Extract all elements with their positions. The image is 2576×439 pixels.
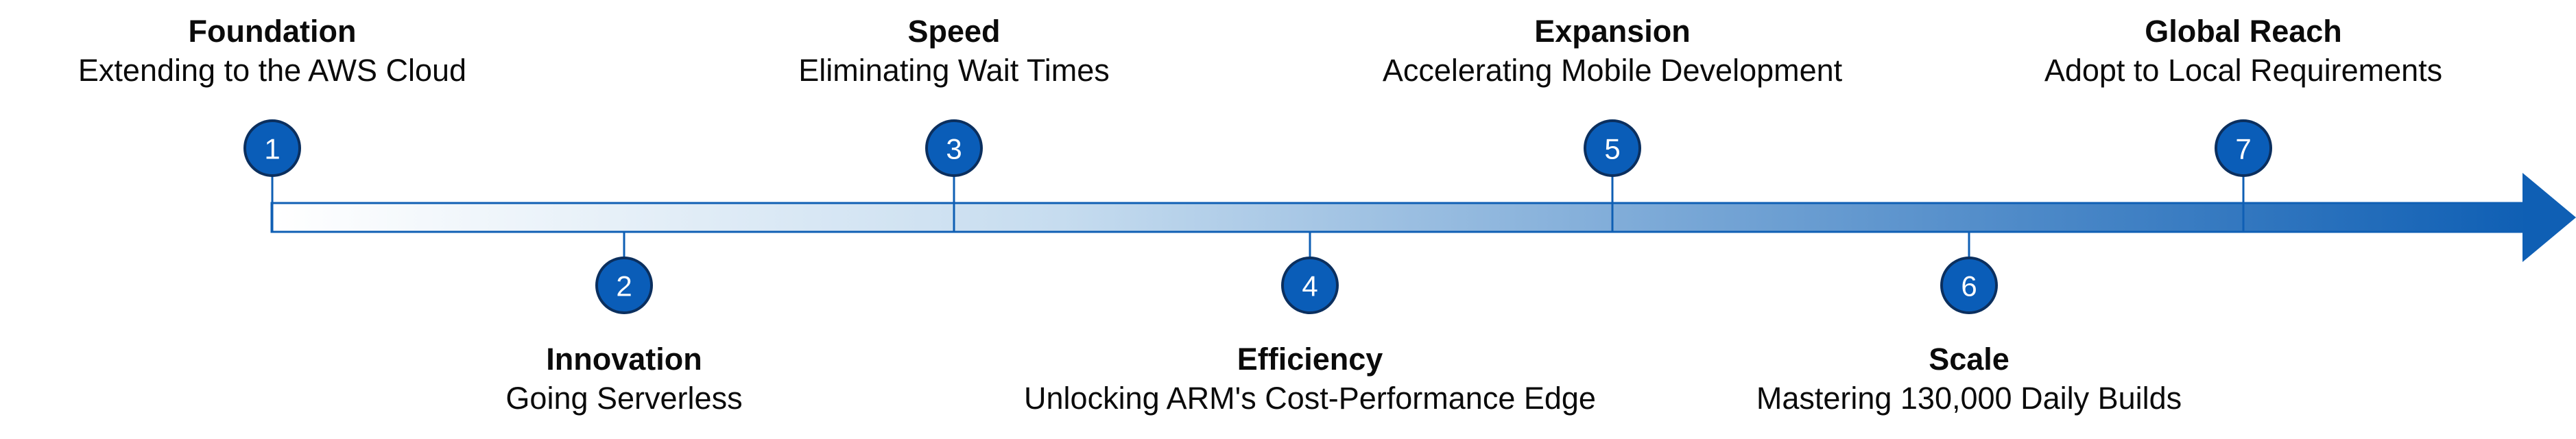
- milestone-marker-1: [243, 119, 301, 177]
- milestone-title: Foundation: [188, 14, 357, 49]
- milestone-title: Innovation: [546, 342, 702, 377]
- marker-group: 1 2 3 4 5 6 7: [243, 119, 2272, 314]
- milestone-title: Scale: [1929, 342, 2009, 377]
- milestone-marker-2: [595, 257, 653, 314]
- milestone-marker-6: [1940, 257, 1998, 314]
- milestone-number-6: 6: [1961, 270, 1977, 302]
- milestone-subtitle: Extending to the AWS Cloud: [77, 53, 467, 88]
- timeline-arrow-shaft: [270, 202, 2529, 233]
- milestone-marker-4: [1281, 257, 1339, 314]
- milestone-title: Expansion: [1534, 14, 1691, 49]
- milestone-title: Global Reach: [2145, 14, 2342, 49]
- timeline-arrow-head: [2523, 173, 2576, 262]
- milestone-marker-5: [1584, 119, 1641, 177]
- milestone-number-3: 3: [946, 133, 962, 165]
- milestone-number-5: 5: [1604, 133, 1620, 165]
- milestone-subtitle: Mastering 130,000 Daily Builds: [1756, 381, 2182, 416]
- connector-group: [271, 176, 2245, 258]
- milestone-marker-7: [2215, 119, 2272, 177]
- milestone-subtitle: Accelerating Mobile Development: [1382, 53, 1843, 88]
- milestone-subtitle: Unlocking ARM's Cost-Performance Edge: [1024, 381, 1596, 416]
- milestone-title: Speed: [907, 14, 1001, 49]
- milestone-marker-3: [925, 119, 983, 177]
- milestone-number-1: 1: [264, 133, 280, 165]
- milestone-number-4: 4: [1302, 270, 1317, 302]
- milestone-subtitle: Adopt to Local Requirements: [2044, 53, 2443, 88]
- milestone-subtitle: Going Serverless: [505, 381, 743, 416]
- milestone-number-7: 7: [2235, 133, 2251, 165]
- milestone-number-2: 2: [616, 270, 632, 302]
- milestone-title: Efficiency: [1237, 342, 1383, 377]
- milestone-subtitle: Eliminating Wait Times: [798, 53, 1110, 88]
